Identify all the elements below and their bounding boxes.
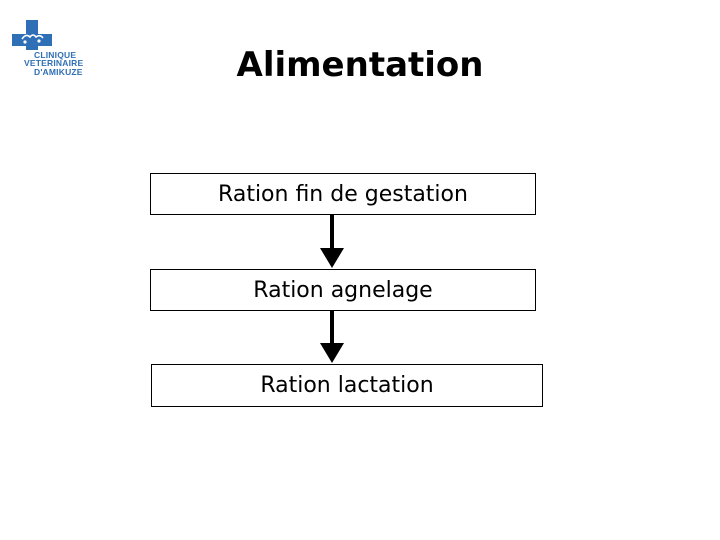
logo-line: CLINIQUE xyxy=(34,50,77,60)
logo-line: VETERINAIRE xyxy=(24,58,84,69)
flow-step-box: Ration lactation xyxy=(151,364,543,407)
flow-step-label: Ration fin de gestation xyxy=(218,181,468,207)
arrow-step1-to-step2 xyxy=(320,215,344,268)
flow-step-label: Ration lactation xyxy=(260,373,434,398)
clinic-logo: CLINIQUE VETERINAIRE D'AMIKUZE xyxy=(10,18,105,80)
arrow-step2-to-step3 xyxy=(320,311,344,363)
veterinary-cross-icon xyxy=(12,20,52,50)
logo-line: D'AMIKUZE xyxy=(34,66,83,77)
flow-step-box: Ration agnelage xyxy=(150,269,536,311)
flow-step-label: Ration agnelage xyxy=(253,277,433,303)
page-title: Alimentation xyxy=(236,45,484,85)
clinic-logo-text: CLINIQUE VETERINAIRE D'AMIKUZE xyxy=(20,51,112,76)
flow-step-box: Ration fin de gestation xyxy=(150,173,536,215)
